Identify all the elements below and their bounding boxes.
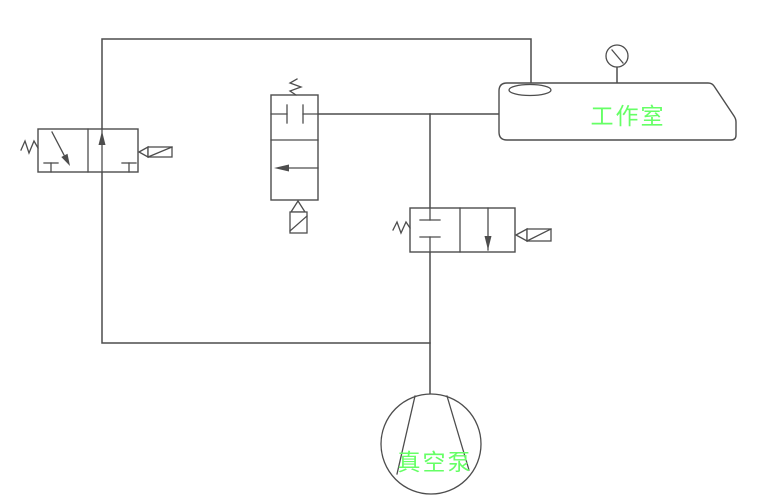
vacuum-pump-label: 真空泵 <box>398 450 473 476</box>
valve-body <box>409 207 516 253</box>
pump-body <box>380 393 482 495</box>
flow-arrowhead-left-icon <box>274 164 289 172</box>
solenoid-valve-right <box>392 207 552 253</box>
pump-funnel-line <box>446 395 470 471</box>
solenoid-valve-left <box>20 128 173 173</box>
chamber-inlet-port-icon <box>508 83 552 97</box>
solenoid-triangle-icon <box>289 199 307 213</box>
spring-return-icon <box>392 220 411 235</box>
vacuum-pump: 真空泵 <box>380 393 482 495</box>
flow-arrowhead-up-icon <box>98 131 106 145</box>
pump-funnel-line <box>396 395 416 475</box>
work-chamber: 工作室 <box>498 82 737 141</box>
solenoid-diagonal <box>289 215 308 232</box>
spring-return-icon <box>20 139 39 155</box>
work-chamber-label: 工作室 <box>591 104 666 130</box>
solenoid-actuator-icon <box>289 211 308 234</box>
solenoid-diagonal <box>526 228 552 242</box>
gauge-needle <box>611 49 624 64</box>
solenoid-diagonal <box>147 146 173 158</box>
flow-path-line <box>51 131 65 156</box>
pressure-gauge-icon <box>605 44 629 68</box>
work-chamber-outline <box>498 82 737 141</box>
flow-arrowhead-down-icon <box>484 236 492 250</box>
solenoid-triangle-icon <box>514 227 528 243</box>
solenoid-valve-middle <box>270 78 319 234</box>
solenoid-triangle-icon <box>137 145 149 159</box>
flow-arrowhead-icon <box>61 153 70 166</box>
pipe-segment-bottom-loop <box>101 171 431 344</box>
pipe-network <box>101 38 618 396</box>
spring-return-icon <box>288 78 303 96</box>
valve-body <box>270 94 319 201</box>
pipe-segment-top-loop <box>101 38 532 130</box>
